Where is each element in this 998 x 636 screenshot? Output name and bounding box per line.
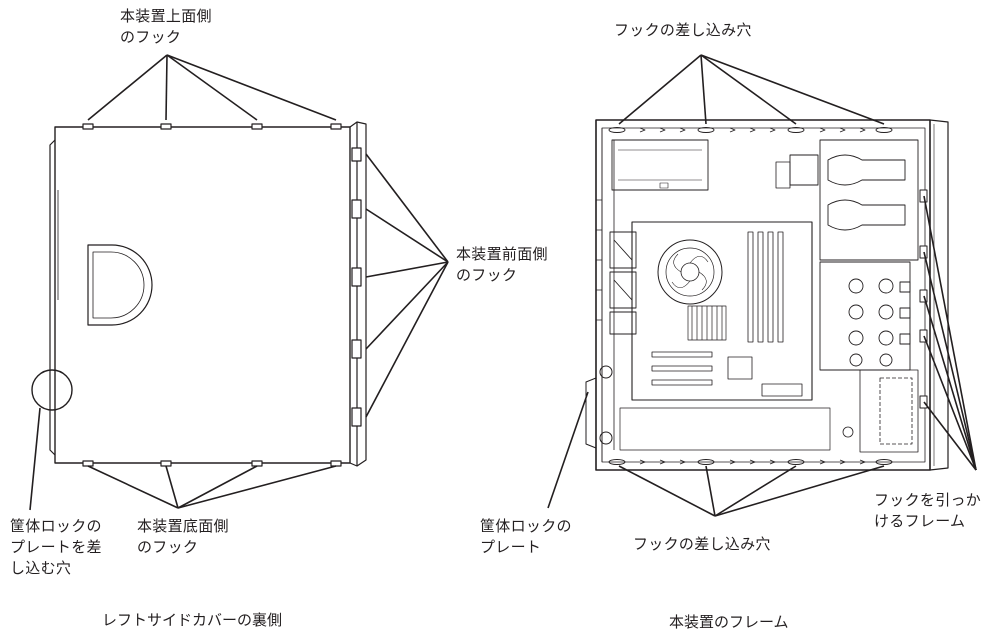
- lock-slot-circle: [31, 369, 73, 411]
- caption-right: 本装置のフレーム: [669, 613, 789, 631]
- label-frame-lock-plate: 筐体ロックの プレート: [480, 517, 572, 556]
- lock-plate: [585, 365, 613, 449]
- caption-left: レフトサイドカバーの裏側: [102, 611, 283, 629]
- hook-frame: [919, 189, 928, 409]
- label-frame-bottom-slots: フックの差し込み穴: [633, 535, 771, 553]
- label-frame-hook-frame: フックを引っか けるフレーム: [874, 491, 982, 530]
- frame-leader-lines: [547, 54, 977, 517]
- side-cover-drawing: [29, 54, 449, 511]
- label-cover-top-hooks: 本装置上面側 のフック: [120, 7, 212, 46]
- label-cover-lock-slot: 筐体ロックの プレートを差 し込む穴: [10, 517, 102, 577]
- front-hooks: [351, 147, 362, 427]
- label-cover-bottom-hooks: 本装置底面側 のフック: [137, 517, 229, 556]
- label-cover-front-hooks: 本装置前面側 のフック: [456, 245, 548, 284]
- top-slots: [608, 127, 893, 133]
- label-frame-top-slots: フックの差し込み穴: [614, 21, 752, 39]
- cover-leader-lines: [29, 54, 449, 511]
- chassis-frame-drawing: [547, 54, 977, 517]
- bottom-slots: [608, 459, 893, 465]
- top-hooks: [82, 123, 342, 130]
